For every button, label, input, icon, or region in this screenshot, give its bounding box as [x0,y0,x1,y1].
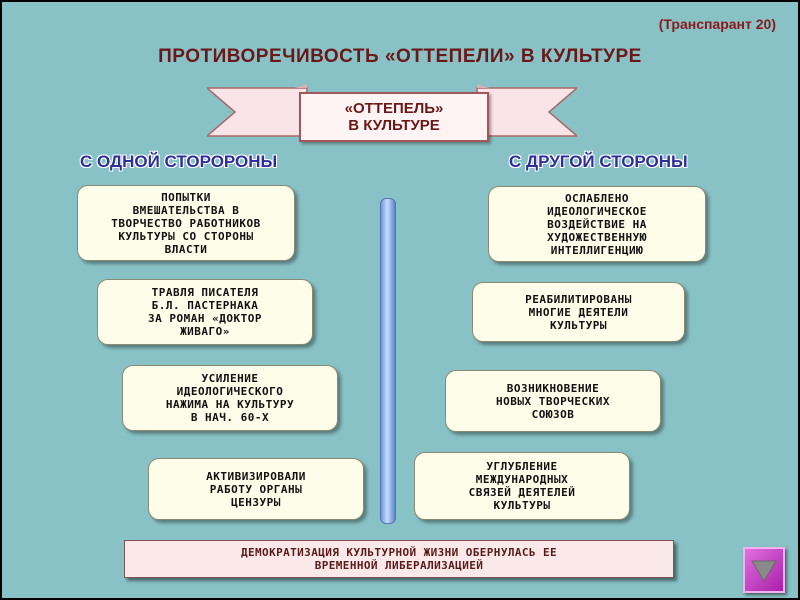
left-box-3-line: НАЖИМА НА КУЛЬТУРУ [165,398,295,411]
left-box-1-line: ВЛАСТИ [164,242,208,256]
right-box-2: РЕАБИЛИТИРОВАНЫ МНОГИЕ ДЕЯТЕЛИ КУЛЬТУРЫ [472,282,685,342]
page-title: ПРОТИВОРЕЧИВОСТЬ «ОТТЕПЕЛИ» В КУЛЬТУРЕ [158,46,642,67]
left-box-4: АКТИВИЗИРОВАЛИ РАБОТУ ОРГАНЫ ЦЕНЗУРЫ [148,458,364,520]
left-box-4-line: АКТИВИЗИРОВАЛИ [206,469,306,483]
banner-line-1: «ОТТЕПЕЛЬ» [344,100,444,117]
right-box-3-line: ВОЗНИКНОВЕНИЕ [506,381,600,395]
central-banner: «ОТТЕПЕЛЬ» В КУЛЬТУРЕ [299,92,489,142]
ribbon-banner-icon [207,84,577,137]
right-box-1-line: ИНТЕЛЛИГЕНЦИЮ [550,243,644,257]
right-box-2-line: РЕАБИЛИТИРОВАНЫ [525,292,632,306]
right-box-4-line: УГЛУБЛЕНИЕ [486,460,558,473]
right-box-4: УГЛУБЛЕНИЕ МЕЖДУНАРОДНЫХ СВЯЗЕЙ ДЕЯТЕЛЕЙ… [414,452,630,520]
left-box-1-line: ПОПЫТКИ [161,190,211,204]
right-box-1-line: ВОЗДЕЙСТВИЕ НА [547,217,647,231]
right-box-2-line: КУЛЬТУРЫ [550,318,607,332]
left-box-4-line: ЦЕНЗУРЫ [231,495,281,509]
right-box-1-line: ИДЕОЛОГИЧЕСКОЕ [547,204,647,218]
right-box-1: ОСЛАБЛЕНО ИДЕОЛОГИЧЕСКОЕ ВОЗДЕЙСТВИЕ НА … [488,186,706,262]
right-heading: С ДРУГОЙ СТОРОНЫ [509,152,688,171]
left-box-2: ТРАВЛЯ ПИСАТЕЛЯ Б.Л. ПАСТЕРНАКА ЗА РОМАН… [97,279,313,345]
right-box-4-line: СВЯЗЕЙ ДЕЯТЕЛЕЙ [468,486,576,499]
right-box-3-line: НОВЫХ ТВОРЧЕСКИХ [496,394,610,408]
right-box-1-line: ХУДОЖЕСТВЕННУЮ [547,230,647,244]
slide-note: (Транспарант 20) [658,16,776,32]
conclusion-box: ДЕМОКРАТИЗАЦИЯ КУЛЬТУРНОЙ ЖИЗНИ ОБЕРНУЛА… [124,540,674,578]
left-box-3-line: ИДЕОЛОГИЧЕСКОГО [176,385,284,398]
right-box-4-line: МЕЖДУНАРОДНЫХ [475,473,569,486]
right-box-3-line: СОЮЗОВ [531,407,575,421]
right-box-2-line: МНОГИЕ ДЕЯТЕЛИ [528,305,629,319]
left-heading: С ОДНОЙ СТОРОРОНЫ [80,152,278,171]
left-box-3-line: УСИЛЕНИЕ [201,372,259,385]
left-box-1: ПОПЫТКИ ВМЕШАТЕЛЬСТВА В ТВОРЧЕСТВО РАБОТ… [77,185,295,261]
right-box-4-line: КУЛЬТУРЫ [493,499,551,512]
conclusion-line: ВРЕМЕННОЙ ЛИБЕРАЛИЗАЦИЕЙ [314,559,484,572]
conclusion-line: ДЕМОКРАТИЗАЦИЯ КУЛЬТУРНОЙ ЖИЗНИ ОБЕРНУЛА… [240,546,557,559]
banner-line-2: В КУЛЬТУРЕ [348,117,440,134]
left-box-2-line: Б.Л. ПАСТЕРНАКА [151,299,259,312]
left-box-2-line: ТРАВЛЯ ПИСАТЕЛЯ [151,286,259,299]
left-box-2-line: ЖИВАГО» [180,325,230,338]
left-box-4-line: РАБОТУ ОРГАНЫ [209,482,303,496]
right-box-1-line: ОСЛАБЛЕНО [564,191,630,205]
left-box-3: УСИЛЕНИЕ ИДЕОЛОГИЧЕСКОГО НАЖИМА НА КУЛЬТ… [122,365,338,431]
left-box-2-line: ЗА РОМАН «ДОКТОР [148,312,262,325]
right-box-3: ВОЗНИКНОВЕНИЕ НОВЫХ ТВОРЧЕСКИХ СОЮЗОВ [445,370,661,432]
left-box-3-line: В НАЧ. 60-Х [190,411,270,424]
next-slide-button[interactable] [743,547,785,593]
divider-pillar [380,198,396,524]
left-box-1-line: ТВОРЧЕСТВО РАБОТНИКОВ [111,216,261,230]
down-triangle-icon [751,560,777,582]
left-box-1-line: ВМЕШАТЕЛЬСТВА В [132,203,240,217]
left-box-1-line: КУЛЬТУРЫ СО СТОРОНЫ [118,229,254,243]
